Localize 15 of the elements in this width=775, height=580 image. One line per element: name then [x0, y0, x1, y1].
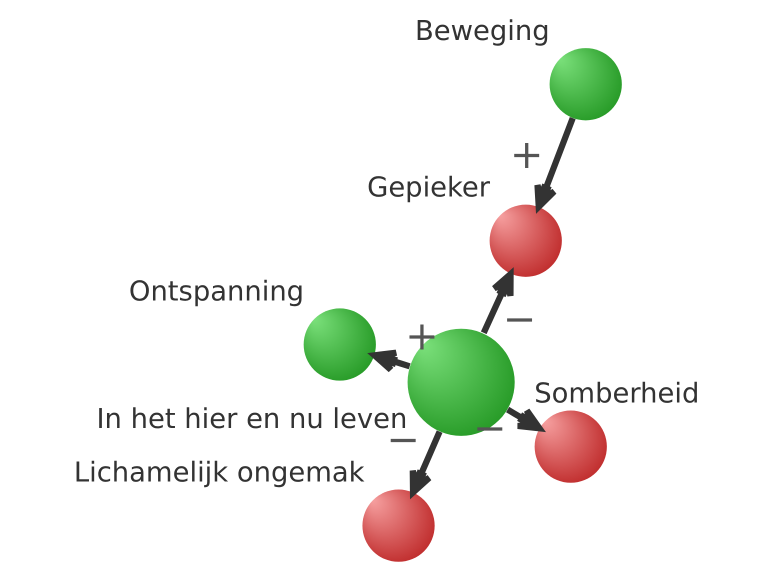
node-circle — [534, 410, 607, 483]
node-label: Ontspanning — [128, 276, 304, 308]
arrow — [506, 406, 543, 432]
edge-label: + — [405, 314, 439, 360]
node-circle — [304, 308, 376, 381]
node-circle — [490, 204, 562, 277]
node-label: Somberheid — [534, 378, 700, 410]
node-circle — [550, 48, 622, 120]
node-circle — [362, 490, 435, 562]
node-label: Beweging — [415, 16, 550, 48]
node-label: Gepieker — [367, 172, 490, 204]
node-label: Lichamelijk ongemak — [74, 458, 365, 489]
node-label: In het hier en nu leven — [96, 404, 408, 435]
edge-label: − — [502, 296, 536, 342]
edge-label: + — [510, 132, 544, 178]
